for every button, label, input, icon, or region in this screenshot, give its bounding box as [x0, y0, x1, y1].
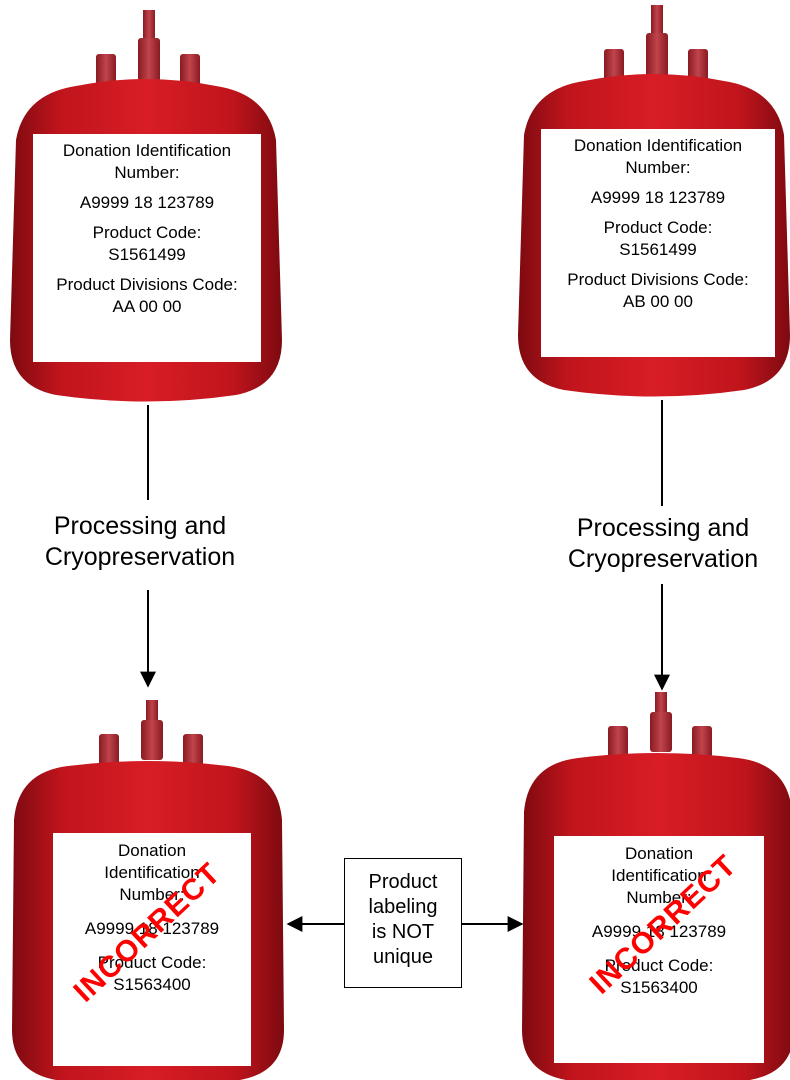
product-code-value: S1561499	[619, 240, 697, 259]
product-code-value: S1563400	[113, 975, 191, 994]
process-step-left: Processing and Cryopreservation	[0, 511, 280, 573]
bag-label: Donation Identification Number: A9999 18…	[53, 833, 251, 1066]
din-label-2: Identification	[104, 863, 200, 882]
product-code-label: Product Code:	[97, 953, 207, 972]
note-line-2: labeling	[368, 896, 438, 918]
din-value: A9999 18 123789	[84, 919, 220, 938]
din-value: A9999 18 123789	[591, 922, 727, 941]
product-code-label: Product Code:	[604, 956, 714, 975]
process-step-right: Processing and Cryopreservation	[523, 513, 790, 575]
blood-bag-bottom-left: Donation Identification Number: A9999 18…	[8, 700, 288, 1080]
product-code-label: Product Code:	[92, 223, 202, 242]
process-line-2: Cryopreservation	[567, 545, 759, 573]
din-value: A9999 18 123789	[590, 188, 726, 207]
din-label-1: Donation	[624, 844, 694, 863]
note-line-3: is NOT	[371, 921, 435, 943]
process-line-2: Cryopreservation	[44, 543, 236, 571]
din-label-3: Number:	[119, 885, 185, 904]
din-label-3: Number:	[626, 888, 692, 907]
blood-bag-bottom-right: Donation Identification Number: A9999 18…	[518, 692, 790, 1080]
product-divisions-value: AA 00 00	[112, 297, 182, 316]
product-code-value: S1563400	[620, 978, 698, 997]
din-label-2: Number:	[114, 163, 180, 182]
note-line-1: Product	[368, 871, 438, 893]
bag-label: Donation Identification Number: A9999 18…	[33, 134, 261, 362]
din-label-2: Number:	[625, 158, 691, 177]
product-code-value: S1561499	[108, 245, 186, 264]
process-line-1: Processing and	[53, 512, 227, 540]
product-divisions-label: Product Divisions Code:	[56, 275, 238, 294]
din-label: Donation Identification	[573, 136, 743, 155]
blood-bag-top-left: Donation Identification Number: A9999 18…	[6, 10, 286, 405]
bag-label: Donation Identification Number: A9999 18…	[554, 836, 764, 1063]
bag-label: Donation Identification Number: A9999 18…	[541, 129, 775, 357]
product-code-label: Product Code:	[603, 218, 713, 237]
process-line-1: Processing and	[576, 514, 750, 542]
product-divisions-value: AB 00 00	[623, 292, 693, 311]
uniqueness-note: Product labeling is NOT unique	[344, 858, 462, 988]
blood-bag-top-right: Donation Identification Number: A9999 18…	[514, 5, 790, 400]
din-label-1: Donation	[117, 841, 187, 860]
din-label: Donation Identification	[62, 141, 232, 160]
din-label-2: Identification	[611, 866, 707, 885]
note-line-4: unique	[372, 946, 434, 968]
product-divisions-label: Product Divisions Code:	[567, 270, 749, 289]
din-value: A9999 18 123789	[79, 193, 215, 212]
